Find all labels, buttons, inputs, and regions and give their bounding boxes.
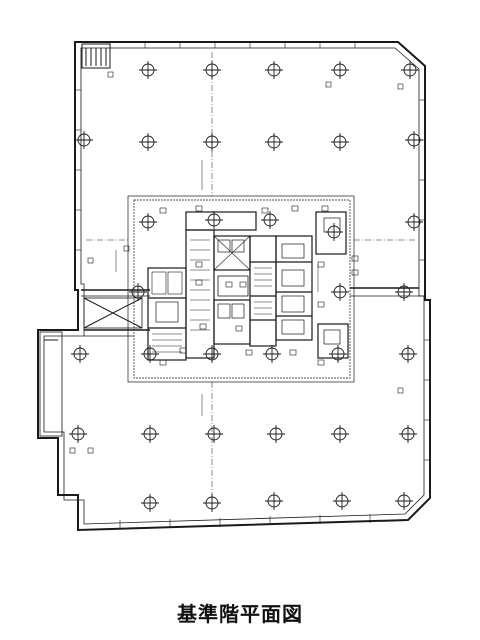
balcony (39, 331, 63, 437)
equipment-marks (69, 71, 404, 454)
core-stairs (152, 239, 272, 353)
annotation-marks (115, 160, 319, 416)
elevator-cars (155, 217, 341, 345)
cross-corridor (81, 287, 424, 337)
grid-lines (86, 52, 416, 512)
floor-plan-drawing (37, 41, 431, 532)
exterior-wall (37, 41, 431, 532)
window-mullions (75, 42, 430, 529)
corner-stair (81, 43, 111, 69)
core-rooms (147, 211, 349, 361)
core-boundary (127, 195, 355, 383)
columns (69, 61, 423, 512)
drawing-caption: 基準階平面図 (177, 602, 303, 626)
